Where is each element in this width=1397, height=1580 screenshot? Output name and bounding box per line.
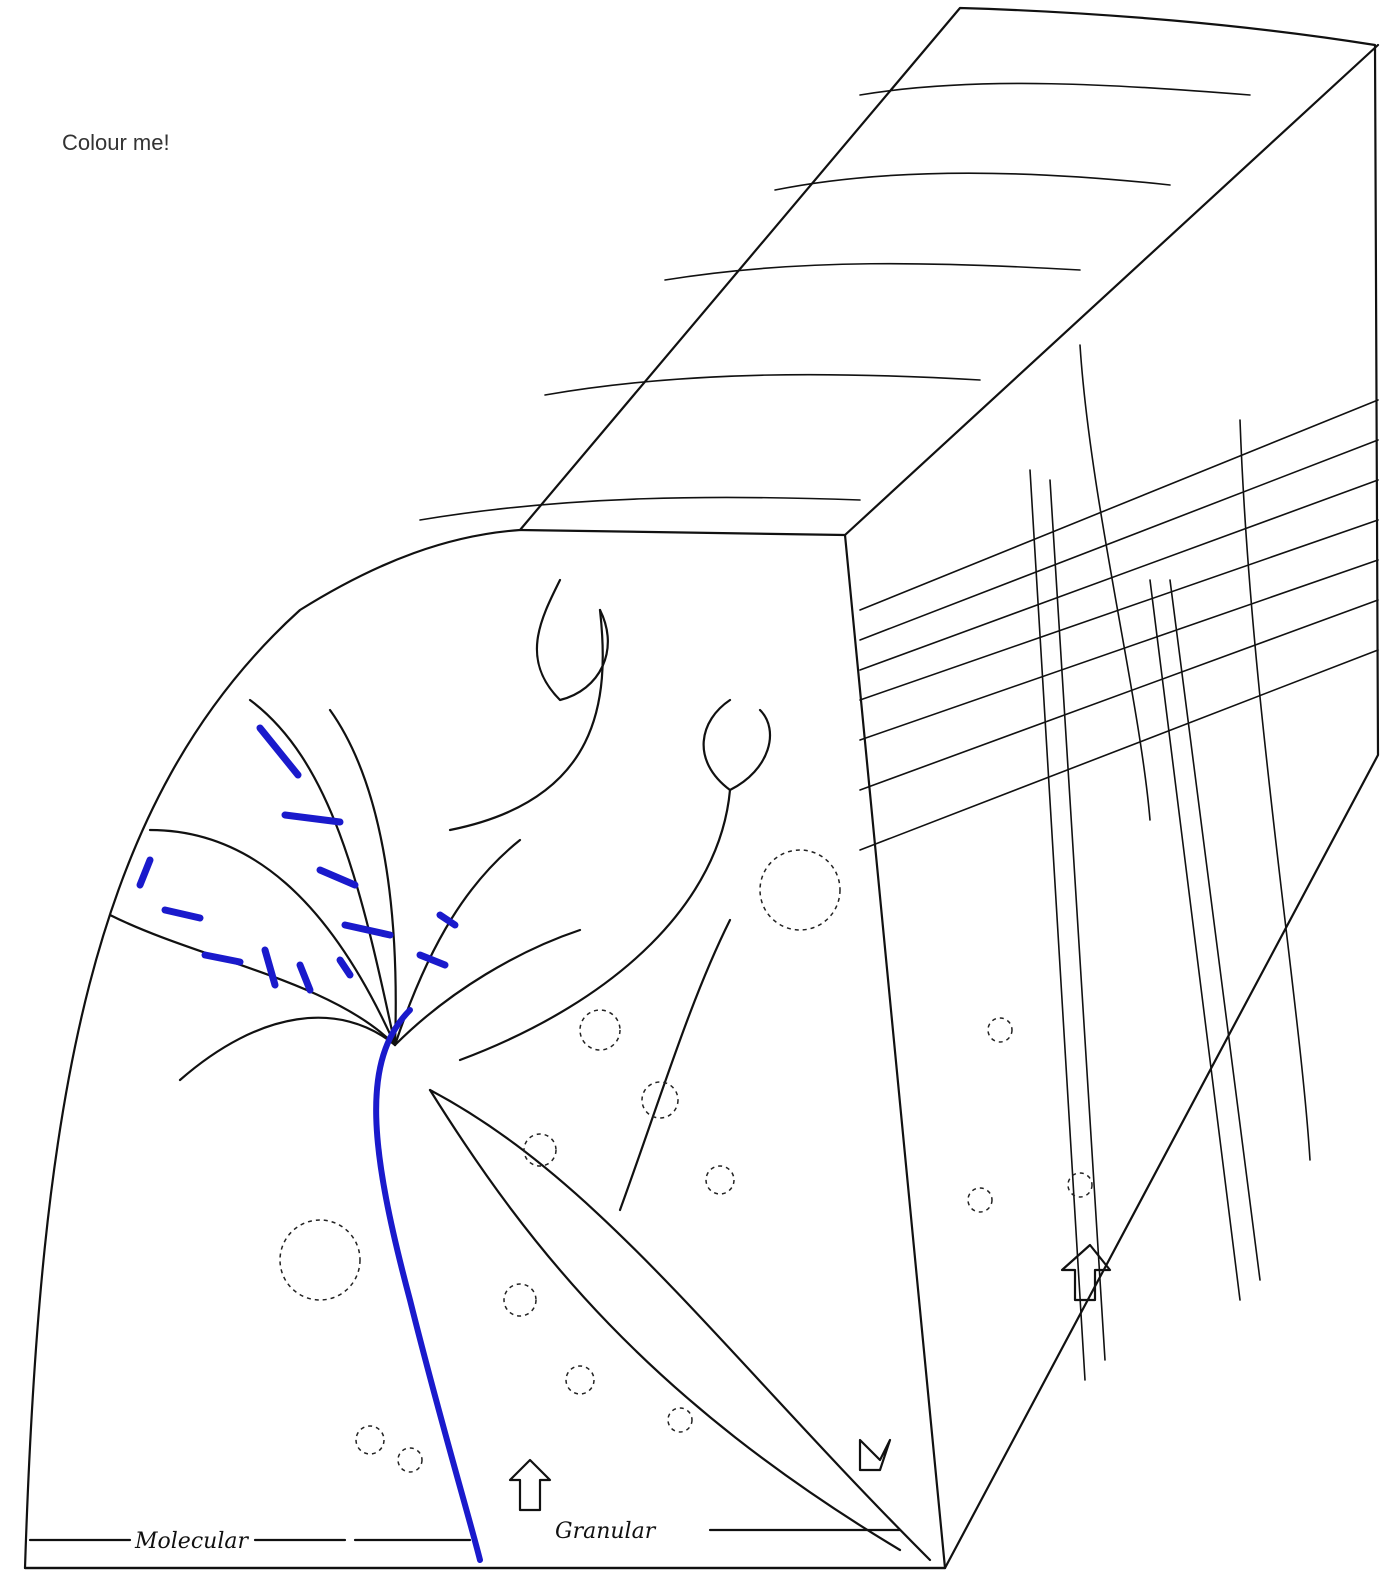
block-outline <box>25 8 1378 1568</box>
climbing-fibre-highlights <box>140 728 455 990</box>
layer-labels: Molecular Granular <box>30 1519 900 1554</box>
folia-lines <box>420 83 1250 520</box>
parallel-fibers <box>860 400 1378 850</box>
stellate-cells <box>450 580 770 1060</box>
purkinje-axon <box>376 1010 480 1560</box>
flow-arrows <box>510 1245 1110 1510</box>
label-molecular: Molecular <box>134 1529 249 1554</box>
granular-fibres <box>430 920 930 1560</box>
label-granular: Granular <box>555 1519 657 1544</box>
right-face-fibres <box>1030 345 1310 1380</box>
granule-cells <box>280 850 1092 1472</box>
